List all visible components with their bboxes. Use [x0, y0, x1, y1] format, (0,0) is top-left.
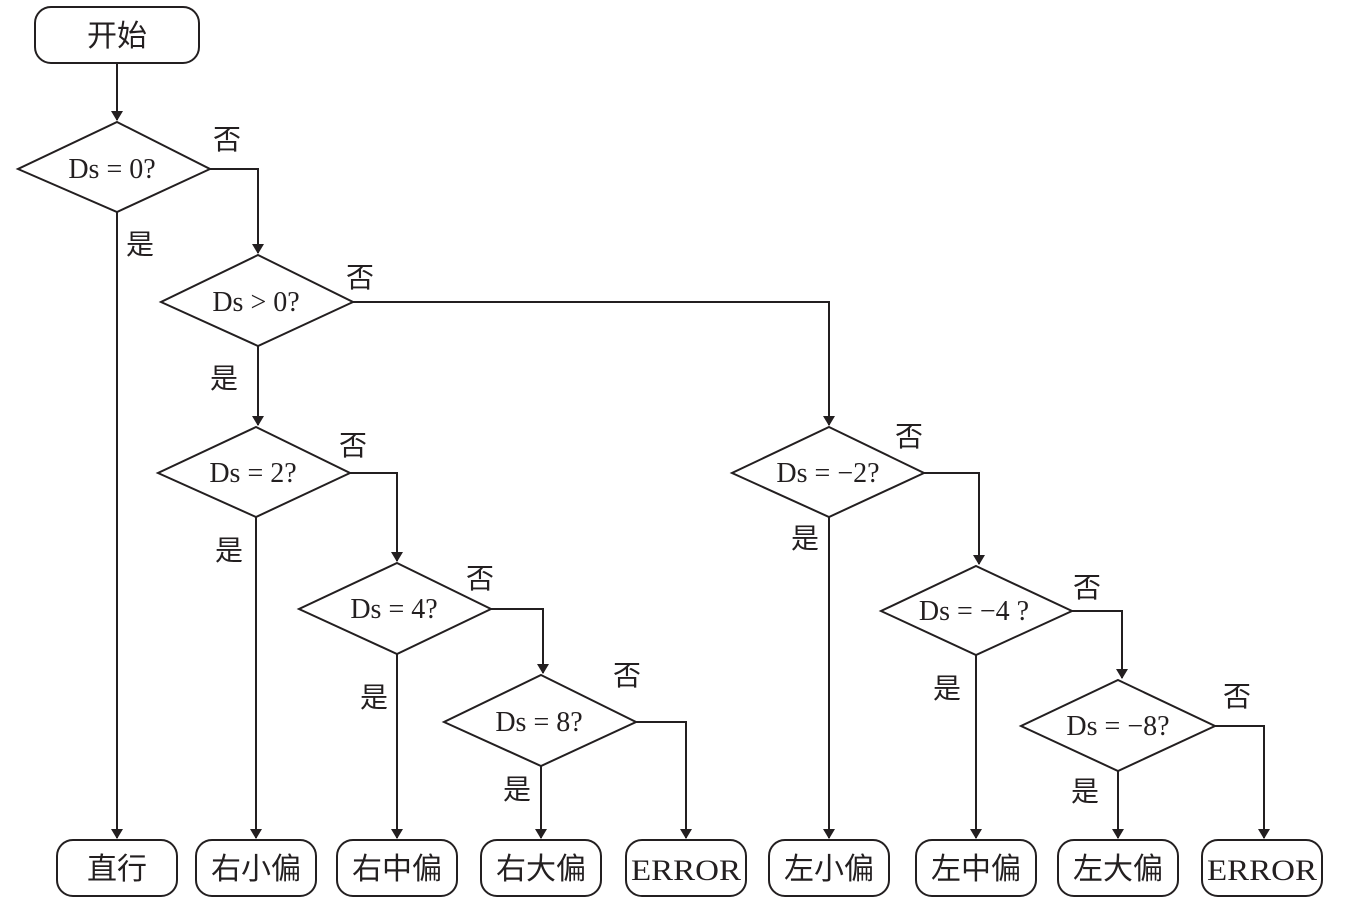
label-d7-yes: 是 [933, 674, 961, 705]
label-d6-no: 否 [895, 422, 923, 453]
label-d5-yes: 是 [503, 775, 531, 806]
label-d2-yes: 是 [210, 364, 238, 395]
label-d4-no: 否 [466, 564, 494, 595]
result-left-large: 左大偏 [1057, 839, 1179, 897]
result-error-right: ERROR [625, 839, 747, 897]
result-right-medium-label: 右中偏 [352, 853, 442, 886]
result-error-right-label: ERROR [631, 854, 741, 887]
decision-ds-eq-neg-4-label: Ds = −4 ? [919, 596, 1029, 627]
edge-d7-no [1072, 610, 1128, 679]
decision-ds-eq-0: Ds = 0? [15, 120, 213, 214]
result-left-small-label: 左小偏 [784, 853, 874, 886]
decision-ds-gt-0-label: Ds > 0? [212, 287, 299, 318]
decision-ds-eq-2: Ds = 2? [155, 425, 353, 519]
result-left-large-label: 左大偏 [1073, 853, 1163, 886]
result-right-small: 右小偏 [195, 839, 317, 897]
decision-ds-eq-2-label: Ds = 2? [209, 458, 296, 489]
decision-ds-eq-neg-2: Ds = −2? [729, 425, 927, 519]
edge-d8-no [1215, 725, 1270, 839]
decision-ds-eq-neg-4: Ds = −4 ? [878, 564, 1075, 657]
label-d1-yes: 是 [126, 230, 154, 261]
result-straight: 直行 [56, 839, 178, 897]
decision-ds-gt-0: Ds > 0? [158, 253, 356, 348]
result-left-small: 左小偏 [768, 839, 890, 897]
start-node-label: 开始 [87, 20, 147, 53]
decision-ds-eq-neg-8: Ds = −8? [1018, 678, 1218, 773]
edge-d4-no [491, 608, 549, 674]
result-error-left-label: ERROR [1207, 854, 1317, 887]
decision-ds-eq-0-label: Ds = 0? [68, 154, 155, 185]
label-d8-no: 否 [1223, 682, 1251, 713]
label-d3-no: 否 [339, 431, 367, 462]
result-left-medium-label: 左中偏 [931, 853, 1021, 886]
result-error-left: ERROR [1201, 839, 1323, 897]
edge-d5-no [636, 721, 692, 839]
label-d2-no: 否 [346, 263, 374, 294]
result-right-medium: 右中偏 [336, 839, 458, 897]
result-straight-label: 直行 [87, 853, 147, 886]
label-d5-no: 否 [613, 661, 641, 692]
result-left-medium: 左中偏 [915, 839, 1037, 897]
result-right-small-label: 右小偏 [211, 853, 301, 886]
edges [111, 64, 1270, 839]
decision-ds-eq-neg-8-label: Ds = −8? [1066, 711, 1169, 742]
result-right-large: 右大偏 [480, 839, 602, 897]
label-d7-no: 否 [1073, 573, 1101, 604]
decision-ds-eq-neg-2-label: Ds = −2? [776, 458, 879, 489]
edge-d1-no [210, 168, 264, 254]
label-d1-no: 否 [213, 125, 241, 156]
label-d4-yes: 是 [360, 683, 388, 714]
decision-ds-eq-8-label: Ds = 8? [495, 707, 582, 738]
decision-ds-eq-4-label: Ds = 4? [350, 594, 437, 625]
label-d6-yes: 是 [791, 524, 819, 555]
edge-d2-no [353, 301, 835, 426]
decision-ds-eq-8: Ds = 8? [441, 673, 639, 768]
result-right-large-label: 右大偏 [496, 853, 586, 886]
edge-d6-no [924, 472, 985, 565]
edge-labels: 否 是 否 是 否 是 否 是 否 是 否 是 否 是 否 是 [126, 125, 1251, 808]
label-d8-yes: 是 [1071, 777, 1099, 808]
start-node: 开始 [34, 6, 200, 64]
label-d3-yes: 是 [215, 536, 243, 567]
decision-ds-eq-4: Ds = 4? [296, 561, 494, 656]
edge-d3-no [350, 472, 403, 562]
